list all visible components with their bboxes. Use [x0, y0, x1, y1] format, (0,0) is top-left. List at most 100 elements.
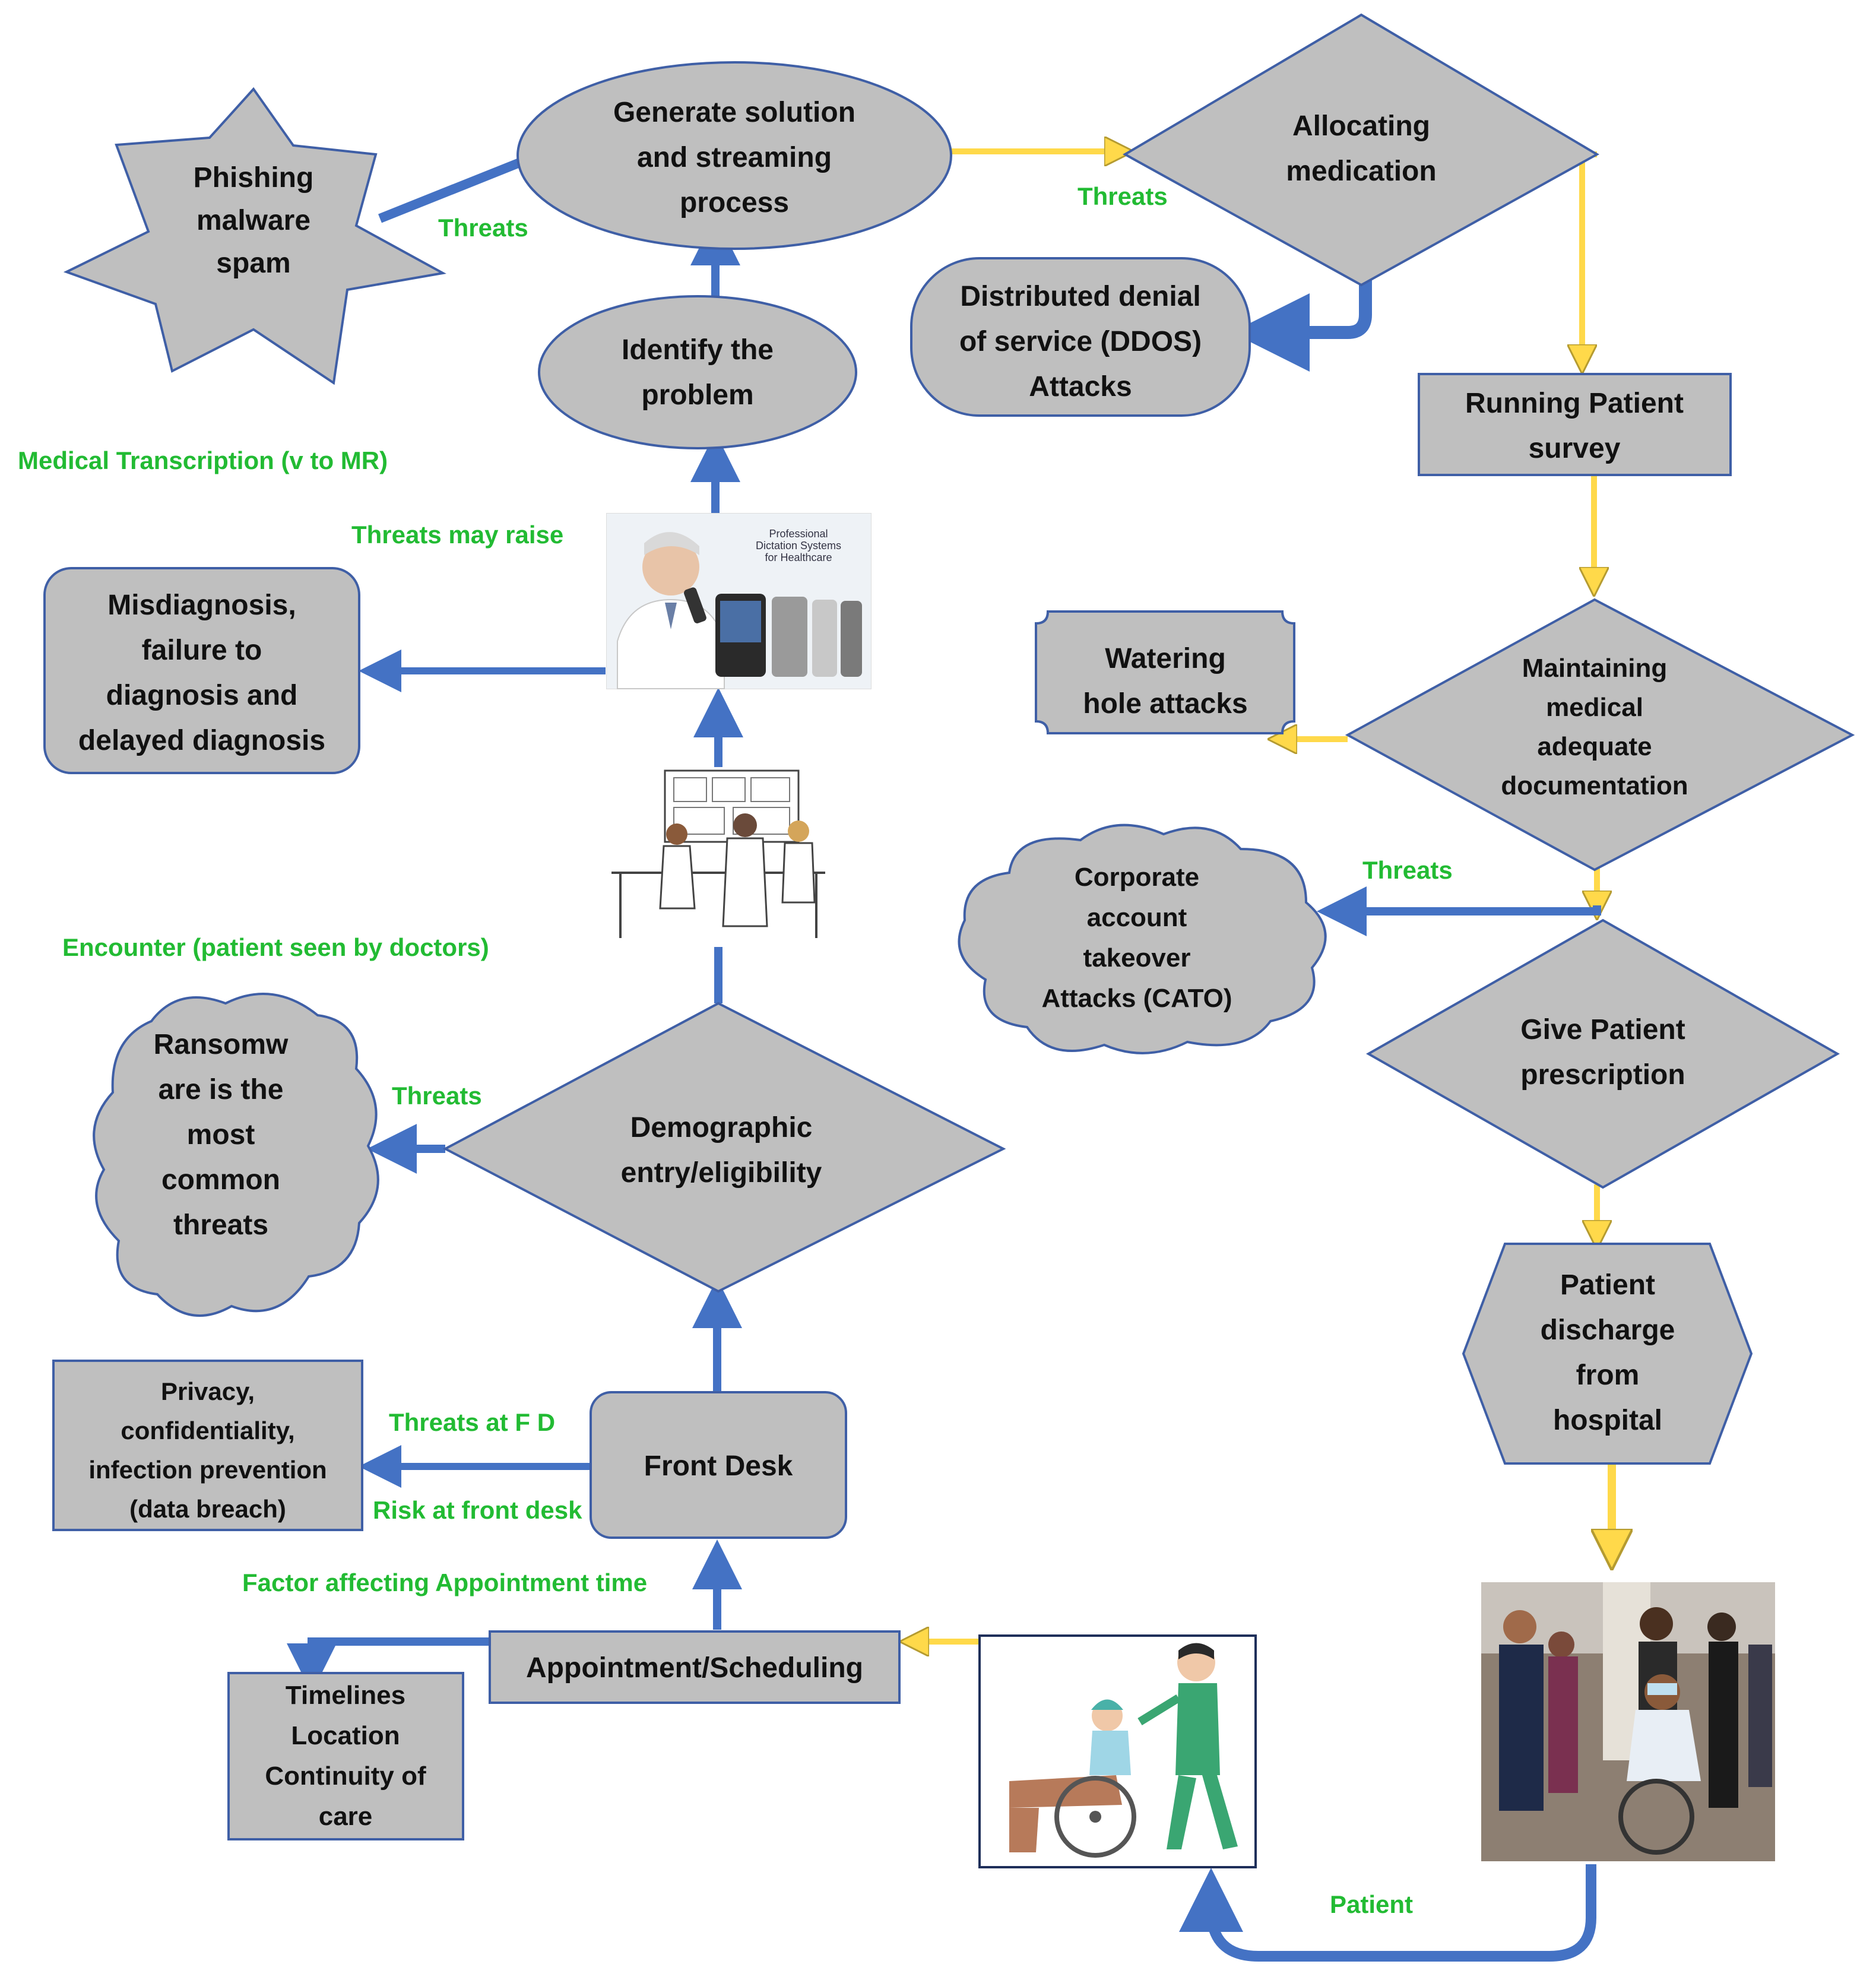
photo-wheel-icon — [1618, 1779, 1694, 1855]
label-threats-fd: Threats at F D — [389, 1408, 555, 1436]
line-dictation-caption-1: Dictation Systems — [756, 540, 841, 552]
arrow-photo-to-wheelchair — [1179, 1864, 1596, 1962]
line-discharge-2: from — [1576, 1360, 1640, 1391]
line-misdiagnosis-0: Misdiagnosis, — [107, 590, 296, 621]
node-give-text: Give Patient prescription — [1520, 1014, 1685, 1091]
line-maintaining-0: Maintaining — [1522, 654, 1667, 683]
nurse-body-icon — [1175, 1683, 1220, 1775]
line-cato-0: Corporate — [1075, 863, 1199, 892]
person-icon — [666, 823, 687, 845]
arrow-maintaining-to-cato — [1317, 886, 1601, 936]
node-appointment-text: Appointment/Scheduling — [526, 1652, 863, 1684]
wheel-icon — [1054, 1776, 1136, 1858]
label-threats-phishing: Threats — [438, 214, 528, 242]
encounter-image — [610, 767, 827, 939]
line-demographic-0: Demographic — [630, 1112, 813, 1143]
label-risk-fd: Risk at front desk — [373, 1496, 582, 1524]
line-timelines-2: Continuity of — [265, 1762, 426, 1791]
node-patient-discharge: Patient discharge from hospital — [1462, 1243, 1753, 1465]
arrow-allocating-to-survey — [1582, 151, 1597, 359]
line-identify-0: Identify the — [622, 334, 774, 366]
discharge-photo — [1481, 1582, 1775, 1861]
line-running-1: survey — [1529, 433, 1621, 464]
line-maintaining-2: adequate — [1537, 732, 1652, 761]
node-demographic: Demographic entry/eligibility — [442, 1002, 1006, 1293]
line-dictation-caption-2: for Healthcare — [765, 552, 832, 563]
line-ddos-2: Attacks — [1029, 371, 1132, 403]
connector-phishing-generate — [378, 157, 524, 223]
node-discharge-text: Patient discharge from hospital — [1541, 1269, 1675, 1436]
line-cato-2: takeover — [1083, 943, 1190, 972]
line-misdiagnosis-1: failure to — [142, 635, 262, 666]
line-phishing-0: Phishing — [194, 162, 314, 194]
staff-head-icon — [1503, 1610, 1536, 1643]
line-ddos-1: of service (DDOS) — [959, 326, 1202, 357]
node-frontdesk-text: Front Desk — [644, 1450, 793, 1482]
line-give-1: prescription — [1520, 1059, 1685, 1091]
label-factor-appointment: Factor affecting Appointment time — [242, 1569, 647, 1596]
node-misdiagnosis-text: Misdiagnosis, failure to diagnosis and dela… — [78, 590, 325, 756]
line-timelines-1: Location — [291, 1721, 400, 1750]
line-ransomware-4: threats — [173, 1209, 268, 1241]
line-demographic-1: entry/eligibility — [621, 1157, 822, 1189]
line-generate-1: and streaming — [637, 142, 832, 173]
label-threats-allocating: Threats — [1078, 182, 1168, 210]
line-ransomware-1: are is the — [159, 1074, 284, 1105]
line-watering-0: Watering — [1105, 643, 1226, 674]
line-phishing-1: malware — [197, 205, 310, 236]
label-threats-may-raise: Threats may raise — [351, 521, 563, 549]
line-timelines-3: care — [319, 1802, 373, 1831]
line-cato-3: Attacks (CATO) — [1041, 984, 1232, 1013]
line-timelines-0: Timelines — [286, 1681, 405, 1710]
line-ransomware-2: most — [187, 1119, 255, 1151]
line-privacy-3: (data breach) — [129, 1495, 286, 1523]
node-running-text: Running Patient survey — [1465, 388, 1684, 464]
line-allocating-1: medication — [1286, 156, 1436, 187]
dictaphone-icon — [684, 587, 706, 623]
wheelchair-image — [978, 1634, 1257, 1868]
node-give-prescription: Give Patient prescription — [1365, 918, 1840, 1189]
line-discharge-0: Patient — [1560, 1269, 1655, 1301]
arrow-appointment-to-timelines — [287, 1637, 490, 1693]
arrow-allocating-to-ddos — [1231, 279, 1372, 372]
line-generate-0: Generate solution — [613, 97, 855, 128]
doctor-head-icon — [642, 538, 699, 595]
line-maintaining-1: medical — [1546, 693, 1643, 722]
line-running-0: Running Patient — [1465, 388, 1684, 419]
node-demographic-text: Demographic entry/eligibility — [621, 1112, 822, 1189]
label-threats-cato: Threats — [1362, 856, 1453, 884]
label-threats-ransomware: Threats — [392, 1082, 482, 1110]
doctor-icon — [733, 813, 757, 837]
line-misdiagnosis-2: diagnosis and — [106, 680, 298, 711]
line-privacy-2: infection prevention — [88, 1456, 327, 1484]
line-give-0: Give Patient — [1520, 1014, 1685, 1046]
node-appointment: Appointment/Scheduling — [489, 1630, 901, 1704]
line-misdiagnosis-3: delayed diagnosis — [78, 725, 325, 756]
node-front-desk: Front Desk — [590, 1391, 847, 1539]
line-discharge-1: discharge — [1541, 1314, 1675, 1346]
line-cato-1: account — [1087, 903, 1187, 932]
annotations: Threats Threats Medical Transcription (v… — [18, 182, 1453, 1918]
node-privacy-text: Privacy,confidentiality,infection preven… — [88, 1377, 327, 1523]
line-discharge-3: hospital — [1553, 1405, 1662, 1436]
line-frontdesk-0: Front Desk — [644, 1450, 793, 1482]
patient-icon — [788, 820, 809, 842]
